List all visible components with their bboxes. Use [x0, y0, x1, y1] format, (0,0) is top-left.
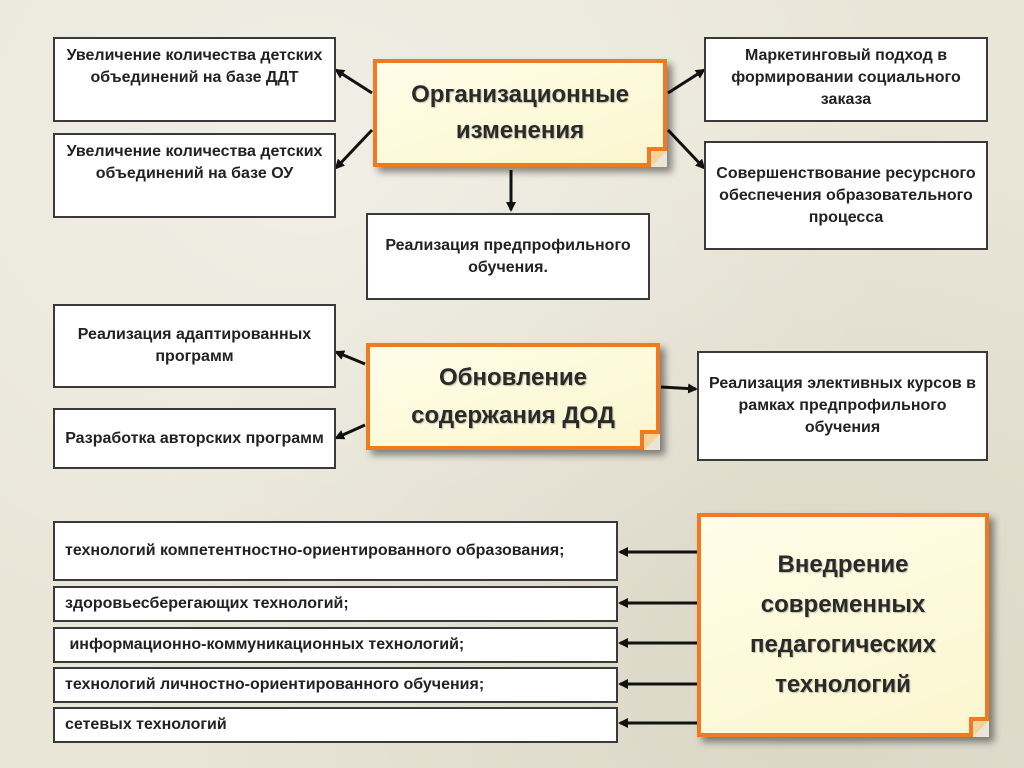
page-fold-icon: [640, 430, 660, 450]
page-fold-icon: [969, 717, 989, 737]
arrow-content-to-adapted: [334, 350, 366, 366]
box-resource: Совершенствование ресурсного обеспечения…: [704, 141, 988, 250]
tech-item-network: сетевых технологий: [53, 707, 618, 743]
arrow-org-to-ou: [334, 128, 374, 170]
arrow-content-to-elective: [660, 383, 698, 394]
hub-content-label: Обновление содержания ДОД: [411, 363, 615, 429]
hub-content-update: Обновление содержания ДОД: [366, 343, 660, 450]
page-fold-icon: [647, 147, 667, 167]
hub-tech-label: Внедрение современных педагогических тех…: [750, 551, 936, 698]
box-preprofile: Реализация предпрофильного обучения.: [366, 213, 650, 300]
arrow-org-to-resource: [666, 128, 706, 170]
tech-item-personal: технологий личностно-ориентированного об…: [53, 667, 618, 703]
arrow-content-to-author: [334, 423, 366, 440]
box-ddt-groups: Увеличение количества детских объединени…: [53, 37, 336, 122]
hub-org-label: Организационные изменения: [411, 81, 629, 144]
hub-modern-technologies: Внедрение современных педагогических тех…: [697, 513, 989, 737]
box-author-programs: Разработка авторских программ: [53, 408, 336, 469]
tech-item-competence: технологий компетентностно-ориентированн…: [53, 521, 618, 581]
box-elective-courses: Реализация элективных курсов в рамках пр…: [697, 351, 988, 461]
tech-item-health: здоровьесберегающих технологий;: [53, 586, 618, 622]
box-adapted-programs: Реализация адаптированных программ: [53, 304, 336, 388]
hub-organizational-changes: Организационные изменения: [373, 59, 667, 167]
box-school-groups: Увеличение количества детских объединени…: [53, 133, 336, 218]
tech-item-ict: информационно-коммуникационных технологи…: [53, 627, 618, 663]
arrow-org-to-ddt: [334, 68, 373, 95]
arrow-org-to-marketing: [667, 68, 706, 95]
box-marketing: Маркетинговый подход в формировании соци…: [704, 37, 988, 122]
